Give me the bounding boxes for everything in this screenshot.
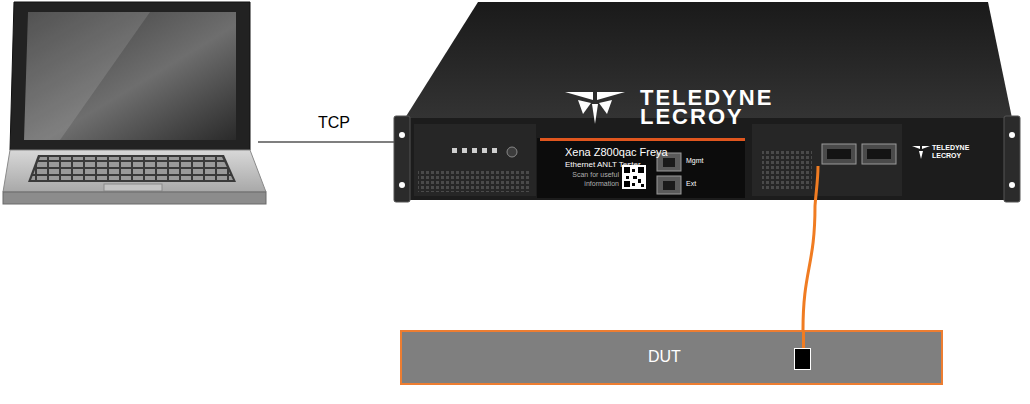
- rack-hole: [399, 182, 405, 188]
- dut-box: DUT: [400, 330, 943, 385]
- rack-hole: [1009, 132, 1015, 138]
- qr-dot: [633, 176, 637, 179]
- sfp-cage: [822, 144, 856, 164]
- dut-port: [794, 348, 811, 370]
- mark-part: [592, 104, 598, 124]
- qr-caption: Scan for useful information: [543, 170, 619, 188]
- laptop-front: [3, 192, 266, 204]
- led: [452, 148, 457, 153]
- qr-dot: [638, 179, 641, 183]
- port-label: Ext: [686, 180, 696, 188]
- led: [472, 148, 477, 153]
- led: [492, 148, 497, 153]
- tcp-wire: [258, 141, 406, 142]
- qr-finder: [624, 181, 630, 187]
- power-button: [507, 147, 517, 157]
- qr-dot: [641, 184, 644, 187]
- mark-part: [578, 100, 591, 114]
- brand-logo-small: TELEDYNE LECROY: [932, 144, 980, 160]
- qr-dot: [626, 176, 629, 179]
- grille: [418, 170, 530, 192]
- mark-part: [565, 92, 593, 100]
- cable-stub: [815, 166, 818, 206]
- laptop-base: [3, 150, 266, 192]
- laptop-illustration: [3, 2, 266, 204]
- laptop-screen: [24, 12, 236, 140]
- rack-ear-right: [1004, 116, 1020, 202]
- rj45-port: [657, 176, 681, 194]
- mark-part: [599, 100, 612, 114]
- sfp-slot: [867, 149, 891, 159]
- qr-dot: [632, 183, 635, 186]
- laptop-lid: [10, 2, 250, 150]
- screen-glare: [24, 12, 150, 140]
- tester-illustration: [394, 2, 1020, 206]
- tester-chassis: TELEDYNE LECROY Xena Z800qac FreyaEtherne…: [393, 0, 1020, 206]
- front-right-panel: [752, 124, 902, 196]
- mark-part: [912, 146, 920, 149]
- model-subtitle: Ethernet ANLT Tester: [565, 160, 641, 169]
- teledyne-mark-small: [912, 146, 930, 159]
- laptop-touchpad: [104, 184, 162, 191]
- led: [462, 148, 467, 153]
- label-accent: [540, 138, 745, 141]
- teledyne-mark: [565, 92, 625, 124]
- mark-part: [922, 146, 930, 149]
- led: [482, 148, 487, 153]
- chassis-front: [405, 118, 1010, 200]
- mark-part: [919, 151, 923, 159]
- vent: [762, 150, 812, 190]
- front-left-panel: [414, 124, 536, 196]
- cable-end: [802, 330, 805, 350]
- rj45-slot: [663, 181, 675, 190]
- brand-logo: TELEDYNE LECROY: [640, 88, 855, 126]
- rack-ear-left: [394, 116, 410, 202]
- laptop-keyboard: [28, 155, 236, 182]
- sfp-cage: [862, 144, 896, 164]
- qr-dot: [632, 169, 635, 172]
- model-name: Xena Z800qac Freya: [565, 146, 668, 159]
- rack-hole: [399, 132, 405, 138]
- sfp-slot: [827, 149, 851, 159]
- mark-part: [597, 92, 625, 100]
- fiber-cable: [803, 206, 815, 330]
- label-panel: [537, 138, 745, 198]
- dut-label: DUT: [648, 348, 681, 366]
- rj45-slot: [663, 158, 675, 167]
- port-label: Mgmt: [686, 157, 704, 165]
- link-label: TCP: [318, 114, 350, 132]
- rack-hole: [1009, 182, 1015, 188]
- laptop-keys: [31, 157, 233, 180]
